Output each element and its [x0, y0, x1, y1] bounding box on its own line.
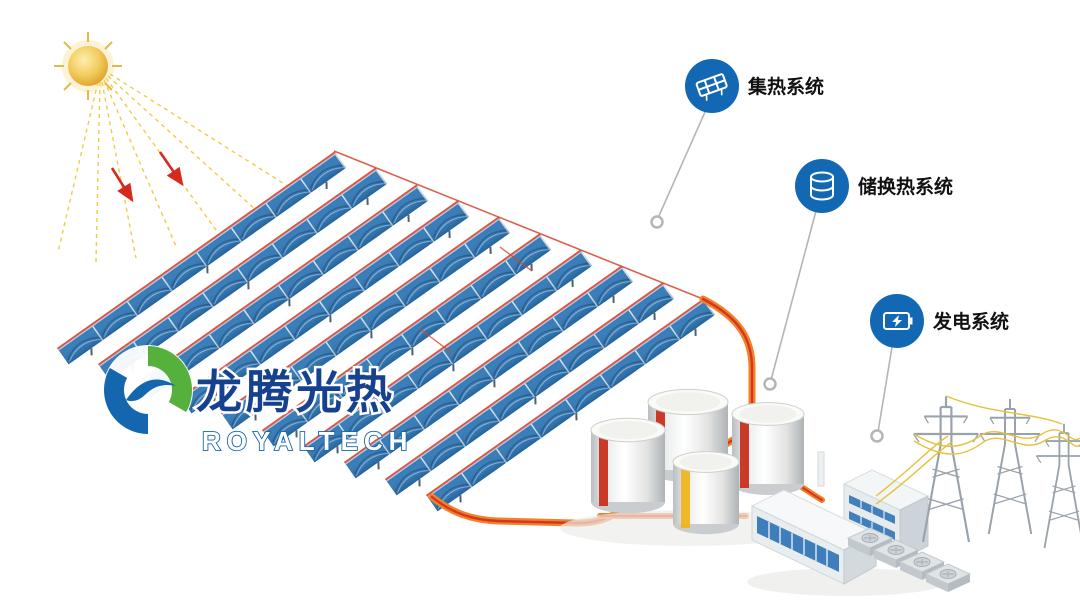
sun-ray	[103, 79, 177, 247]
logo-cn-text: 龙腾光热	[196, 366, 396, 418]
hall-window-band	[757, 516, 839, 572]
callout-circle	[795, 159, 849, 213]
parabolic-trough-icon	[695, 73, 728, 101]
sun	[54, 32, 122, 100]
callout-heat-collection: 集热系统	[685, 59, 824, 113]
sun-ray	[57, 81, 99, 253]
callout-heat-storage: 储换热系统	[795, 159, 953, 213]
logo-arc-green	[148, 346, 192, 412]
sun-rays-group	[57, 73, 295, 263]
collector-field	[56, 150, 720, 518]
callout-label: 储换热系统	[858, 175, 953, 198]
sun-ray	[101, 81, 137, 259]
field-jumper-pipe	[419, 246, 533, 354]
leader-dots	[650, 215, 884, 443]
callout-label: 发电系统	[932, 310, 1009, 333]
power-generation-icon	[883, 312, 913, 330]
red-arrow	[110, 167, 134, 203]
logo: 龙腾光热 ROYALTECH	[103, 345, 413, 457]
power-plant-building	[747, 451, 971, 596]
reflection-arrows	[110, 151, 184, 203]
callout-label: 集热系统	[747, 75, 824, 98]
leader-lines	[657, 111, 893, 433]
chimney-stack	[817, 451, 825, 487]
sun-ray	[109, 73, 295, 191]
sun-ray	[107, 75, 257, 211]
logo-mark	[103, 345, 193, 435]
leader-line-heat-storage	[770, 210, 817, 381]
leader-line-power-generation	[877, 346, 893, 433]
leader-dot	[650, 215, 664, 229]
callout-power-generation: 发电系统	[870, 294, 1009, 348]
logo-swoosh	[126, 379, 176, 402]
transmission-towers	[875, 395, 1080, 549]
field-header-pipe	[333, 150, 704, 300]
transmission-tower	[979, 398, 1041, 535]
red-arrow	[158, 151, 184, 187]
logo-arc-blue	[104, 368, 148, 434]
hall-window-mullions	[768, 522, 828, 566]
leader-dot	[763, 377, 777, 391]
sun-spokes	[54, 32, 122, 100]
storage-tank	[731, 402, 805, 495]
power-lines	[875, 395, 1080, 505]
logo-en-text: ROYALTECH	[202, 426, 413, 456]
sun-ray	[95, 81, 101, 263]
thermal-storage-icon	[810, 171, 834, 201]
storage-tank	[672, 451, 740, 535]
leader-line-heat-collection	[657, 111, 706, 219]
storage-tank	[590, 417, 666, 514]
leader-dot	[870, 429, 884, 443]
